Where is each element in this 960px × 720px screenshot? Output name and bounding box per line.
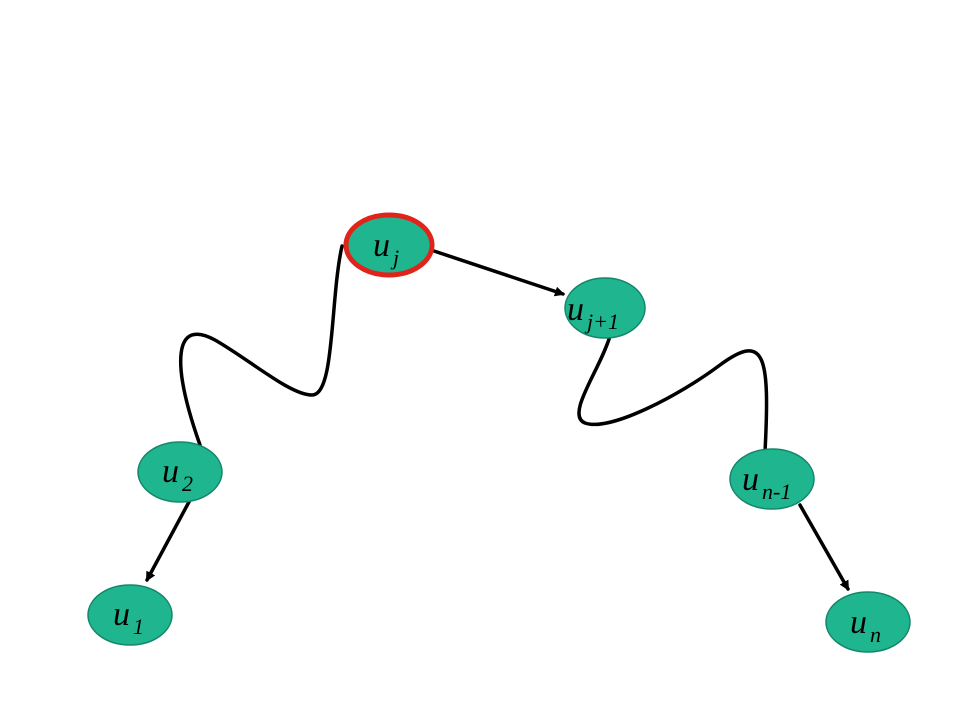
edge-uj-u2 <box>178 244 344 447</box>
node-uj-shape <box>343 212 435 278</box>
node-uj1-shape <box>564 277 646 339</box>
edge-u2-u1 <box>145 498 192 582</box>
node-u2-shape <box>137 441 223 503</box>
node-u1-shape <box>87 584 173 646</box>
edges <box>145 244 850 591</box>
node-un-shape <box>825 591 911 653</box>
edge-uj-uj1 <box>432 249 565 297</box>
edge-un1-un <box>798 503 850 591</box>
edge-uj1-un1 <box>577 334 769 454</box>
node-un1-shape <box>729 448 815 510</box>
